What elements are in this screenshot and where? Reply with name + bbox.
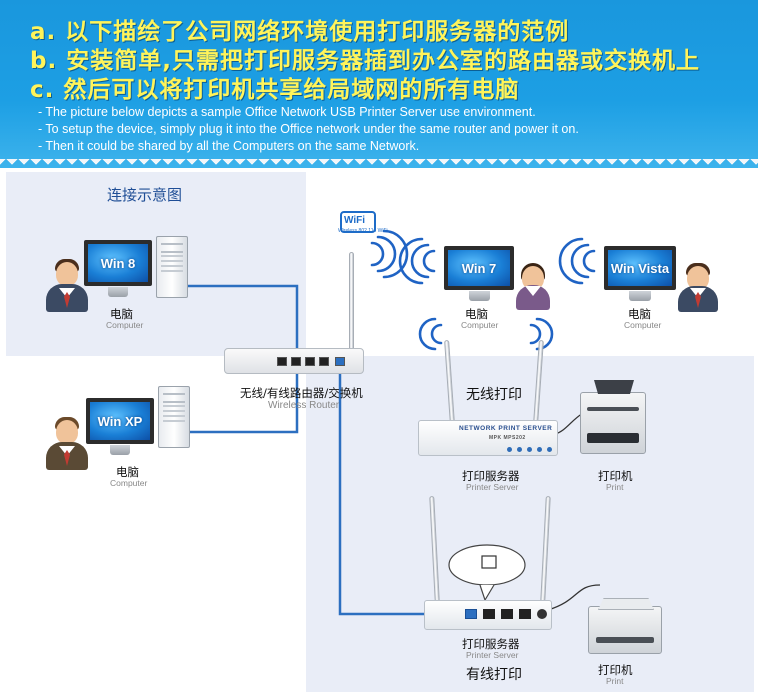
laser-printer-top	[598, 598, 654, 610]
label-wired-server-en: Printer Server	[466, 650, 519, 660]
label-wireless-printer-en: Print	[606, 482, 624, 492]
cable-router-wireless-server	[324, 290, 410, 356]
wifi-wave-win7-2	[410, 243, 430, 279]
label-wired-printer: 打印机	[598, 663, 633, 677]
print-server-model: MPK MPS202	[489, 435, 526, 441]
wifi-logo: WiFi	[340, 211, 376, 233]
panel-bottom-right	[306, 356, 754, 692]
label-router: 无线/有线路由器/交换机	[240, 386, 363, 400]
wired-print-server	[424, 600, 552, 630]
wifi-logo-text: WiFi	[344, 215, 366, 226]
wifi-wave-win7-3	[398, 237, 424, 285]
wifi-logo-subtitle: Wireless 802.11n WiFi	[338, 228, 388, 234]
label-computer-winvista: 电脑	[628, 307, 651, 321]
label-wireless-server-en: Printer Server	[466, 482, 519, 492]
cable-win8-router	[188, 284, 299, 356]
wired-print-title: 有线打印	[466, 667, 522, 683]
os-label-winvista: Win Vista	[610, 260, 670, 276]
wifi-wave-router-1	[370, 241, 385, 267]
label-wired-printer-en: Print	[606, 676, 624, 686]
printer-paper-tray	[594, 380, 634, 394]
port-callout-pointer	[479, 584, 495, 602]
user-avatar-win8	[46, 259, 88, 312]
pc-tower-winxp	[158, 386, 190, 448]
wifi-wave-vista-2	[570, 243, 590, 279]
label-router-en: Wireless Router	[268, 400, 340, 411]
monitor-winxp: Win XP	[86, 398, 154, 455]
header-zigzag-edge	[0, 159, 758, 168]
monitor-win8: Win 8	[84, 240, 152, 297]
pc-tower-win8	[156, 236, 188, 298]
wireless-print-server: NETWORK PRINT SERVER MPK MPS202	[418, 420, 558, 456]
wifi-wave-vista-3	[558, 237, 584, 285]
user-avatar-win7	[516, 263, 550, 310]
label-computer-winxp-en: Computer	[110, 478, 148, 488]
header-en-line-2: - To setup the device, simply plug it in…	[38, 122, 579, 136]
diagram-title: 连接示意图	[107, 186, 183, 204]
label-computer-win8: 电脑	[110, 307, 133, 321]
wifi-wave-server-left-2	[418, 317, 437, 351]
print-server-brand: NETWORK PRINT SERVER	[459, 425, 553, 432]
label-wireless-server: 打印服务器	[462, 469, 520, 483]
header-line-c: c. 然后可以将打印机共享给局域网的所有电脑	[30, 77, 520, 103]
header-banner: a. 以下描绘了公司网络环境使用打印服务器的范例 b. 安装简单,只需把打印服务…	[0, 0, 758, 168]
label-computer-winxp: 电脑	[116, 465, 139, 479]
wifi-wave-router-2	[376, 235, 397, 273]
panel-bottom-left	[6, 356, 306, 692]
label-wireless-printer: 打印机	[598, 469, 633, 483]
wifi-wave-vista-1	[582, 249, 596, 273]
wireless-router	[224, 348, 364, 374]
label-computer-win8-en: Computer	[106, 320, 144, 330]
label-computer-winvista-en: Computer	[624, 320, 662, 330]
header-en-line-3: - Then it could be shared by all the Com…	[38, 139, 420, 153]
header-en-line-1: - The picture below depicts a sample Off…	[38, 105, 536, 119]
wifi-wave-server-left-1	[430, 323, 443, 345]
wireless-print-title: 无线打印	[466, 387, 522, 403]
header-line-a: a. 以下描绘了公司网络环境使用打印服务器的范例	[30, 19, 570, 45]
os-label-win8: Win 8	[100, 255, 136, 271]
os-label-winxp: Win XP	[97, 413, 143, 429]
monitor-winvista: Win Vista	[604, 246, 676, 301]
label-computer-win7: 电脑	[465, 307, 488, 321]
port-callout-usb-port	[481, 555, 497, 569]
multifunction-printer	[580, 392, 646, 454]
router-antenna	[349, 252, 354, 352]
user-avatar-winxp	[46, 417, 88, 470]
label-computer-win7-en: Computer	[461, 320, 499, 330]
cable-router-wired-server	[338, 372, 440, 616]
wifi-wave-win7-1	[422, 249, 436, 273]
wifi-wave-server-right-1	[529, 323, 542, 345]
laser-printer	[588, 606, 662, 654]
label-wired-server: 打印服务器	[462, 637, 520, 651]
usb-cable-wired	[547, 584, 601, 611]
cable-winxp-router	[190, 372, 299, 434]
monitor-win7: Win 7	[444, 246, 514, 301]
os-label-win7: Win 7	[461, 260, 497, 276]
header-line-b: b. 安装简单,只需把打印服务器插到办公室的路由器或交换机上	[30, 48, 700, 74]
wifi-wave-router-3	[382, 229, 409, 279]
user-avatar-winvista	[678, 263, 718, 312]
